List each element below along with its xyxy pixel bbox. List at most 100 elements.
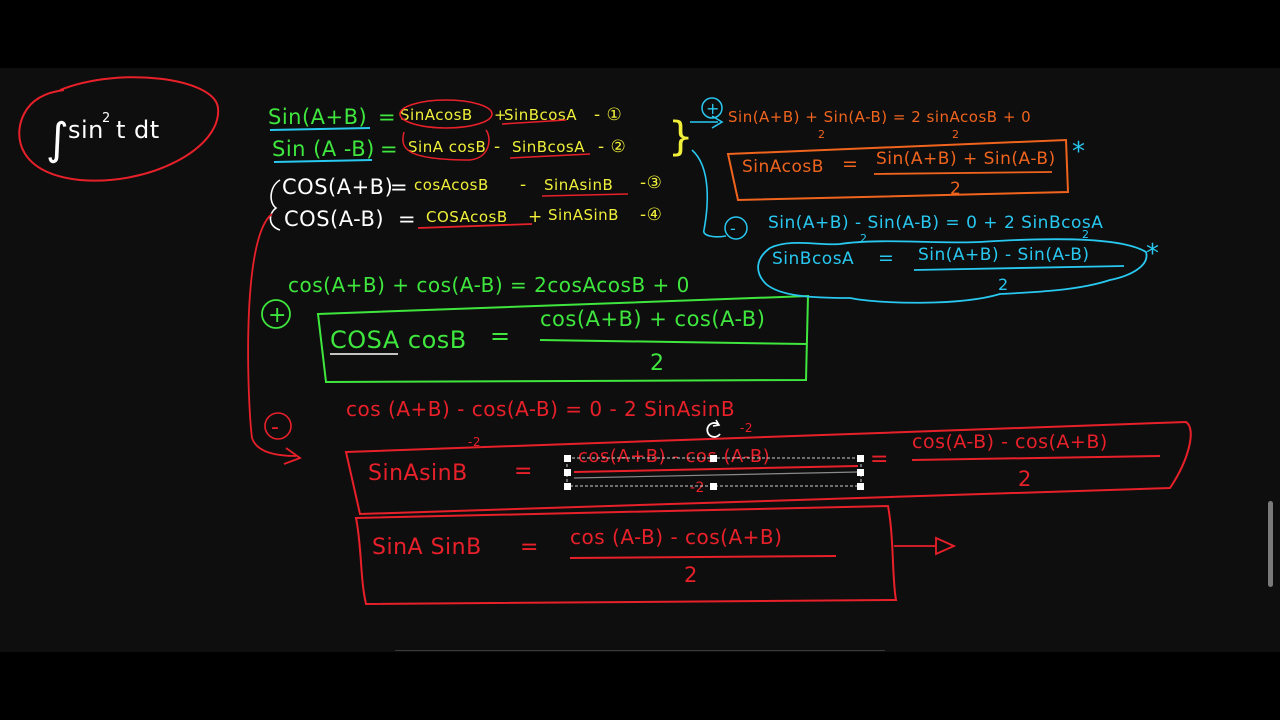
cos-sum-box-lhs[interactable]: COSA cosB (330, 326, 467, 354)
sin-sum-box-lhs[interactable]: SinAcosB (742, 157, 824, 177)
sin-sum-line[interactable]: Sin(A+B) + Sin(A-B) = 2 sinAcosB + 0 (728, 108, 1031, 126)
cos-diff-box-numerator2[interactable]: cos(A-B) - cos(A+B) (912, 431, 1108, 453)
identity-3-term2[interactable]: SinAsinB (544, 176, 613, 194)
identity-2-term1-bracket (402, 129, 490, 161)
cos-sum-box-numerator[interactable]: cos(A+B) + cos(A-B) (540, 307, 765, 331)
scrollbar-thumb[interactable] (1268, 501, 1273, 587)
cos-diff-selected-denominator[interactable]: -2 (690, 480, 705, 496)
identity-4-tag[interactable]: -④ (640, 205, 662, 225)
cos-sum-plus-sign[interactable]: + (268, 303, 287, 328)
identity-1-term1[interactable]: SinAcosB (400, 106, 473, 124)
cos-diff-selected-numerator[interactable]: cos(A+B) - cos (A-B) (578, 446, 770, 467)
identity-4-eq[interactable]: = (398, 207, 416, 231)
cos-diff-box[interactable] (344, 420, 1192, 516)
sin-identities-brace[interactable]: } (668, 114, 694, 160)
cos-identities: COS(A+B) = cosAcosB - SinAsinB -③ COS(A-… (269, 173, 662, 231)
selection-handle-bl[interactable] (564, 483, 571, 490)
identity-3-term1[interactable]: cosAcosB (414, 176, 489, 194)
identity-1-lhs[interactable]: Sin(A+B) (268, 105, 367, 129)
identity-4-lhs[interactable]: COS(A-B) (284, 207, 384, 231)
final-box-eq[interactable]: = (520, 535, 539, 560)
integral-symbol[interactable]: ∫ (46, 114, 69, 165)
sin-diff-derivation: - Sin(A+B) - Sin(A-B) = 0 + 2 SinBcosA 2… (724, 213, 1160, 304)
sin-sum-box-numerator[interactable]: Sin(A+B) + Sin(A-B) (876, 149, 1056, 169)
identity-1-op[interactable]: + (494, 106, 507, 124)
final-box-arrowhead (935, 536, 957, 556)
identity-1-eq[interactable]: = (378, 105, 396, 129)
sin-diff-cloud-lhs[interactable]: SinBcosA (772, 249, 854, 269)
sin-sum-box[interactable] (726, 138, 1070, 202)
selection-box[interactable] (564, 419, 864, 490)
identity-1-term2[interactable]: SinBcosA (504, 106, 577, 124)
integral-ellipse[interactable] (18, 76, 220, 182)
sin-sum-star[interactable]: * (1072, 137, 1086, 167)
integral-body[interactable]: sin (68, 116, 104, 144)
sin-diff-cloud-eq[interactable]: = (878, 247, 894, 269)
cos-sum-line[interactable]: cos(A+B) + cos(A-B) = 2cosAcosB + 0 (288, 273, 690, 297)
selection-handle-mr[interactable] (857, 469, 864, 476)
cos-diff-box-lhs[interactable]: SinAsinB (368, 461, 468, 486)
identity-2-op[interactable]: - (494, 137, 501, 157)
final-box-denominator[interactable]: 2 (684, 563, 698, 587)
identity-1-tag[interactable]: - ① (594, 105, 622, 125)
sin-diff-minus-sign[interactable]: - (730, 219, 736, 238)
cos-diff-minus-sign[interactable]: - (271, 415, 279, 440)
cos-diff-box-denominator2[interactable]: 2 (1018, 467, 1032, 491)
drawing-canvas[interactable]: ∫ sin 2 t dt Sin(A+B) = SinAcosB + SinBc… (0, 68, 1280, 652)
identity-4-term1[interactable]: COSAcosB (426, 208, 508, 226)
cos-sum-box-denominator[interactable]: 2 (650, 351, 665, 376)
identity-2-term2[interactable]: SinBcosA (512, 138, 585, 156)
identity-3-lhs[interactable]: COS(A+B) (282, 175, 393, 199)
selection-handle-tm[interactable] (710, 455, 717, 462)
sin-diff-under-left[interactable]: 2 (860, 232, 868, 245)
identity-4-op[interactable]: + (528, 207, 543, 227)
sin-diff-cloud[interactable] (757, 238, 1148, 304)
sin-diff-star[interactable]: * (1146, 239, 1160, 269)
sin-sum-under-right[interactable]: 2 (952, 128, 960, 141)
identity-2-tag[interactable]: - ② (598, 137, 626, 157)
selection-handle-ml[interactable] (564, 469, 571, 476)
identity-3-tag[interactable]: -③ (640, 173, 662, 193)
cos-sum-box[interactable] (316, 294, 810, 384)
identity-1-underline (269, 127, 371, 131)
sin-sum-plus-sign[interactable]: + (706, 99, 720, 118)
cos-sum-box-eq[interactable]: = (490, 322, 511, 350)
selection-handle-tr[interactable] (857, 455, 864, 462)
selection-handle-tl[interactable] (564, 455, 571, 462)
cos-diff-box-fraction-bar2 (911, 455, 1161, 461)
sin-sum-box-denominator[interactable]: 2 (950, 179, 961, 199)
letterbox-top (0, 0, 1280, 68)
sin-diff-cloud-numerator[interactable]: Sin(A+B) - Sin(A-B) (918, 245, 1090, 265)
cos-sum-plus-circle (261, 299, 291, 329)
identity-3-op[interactable]: - (520, 175, 527, 195)
cos-diff-under-right[interactable]: -2 (740, 421, 753, 435)
identity-1-term1-circle (399, 99, 493, 129)
final-box-lhs[interactable]: SinA SinB (372, 535, 482, 560)
sin-sum-under-left[interactable]: 2 (818, 128, 826, 141)
identity-2-lhs[interactable]: Sin (A -B) (272, 137, 375, 161)
sin-diff-under-right[interactable]: 2 (1082, 228, 1090, 241)
identity-3-eq[interactable]: = (390, 175, 408, 199)
final-box-fraction-bar (569, 555, 837, 559)
identity-2-eq[interactable]: = (380, 137, 398, 161)
cos-diff-line[interactable]: cos (A+B) - cos(A-B) = 0 - 2 SinAsinB (346, 397, 735, 421)
integral-power[interactable]: 2 (102, 111, 111, 126)
identity-4-term2[interactable]: SinASinB (548, 206, 619, 224)
cos-diff-selected-fraction-bar (573, 465, 859, 473)
cos-diff-under-left[interactable]: -2 (468, 435, 481, 449)
vertical-scrollbar[interactable] (1266, 68, 1276, 652)
cos-diff-box-eq[interactable]: = (514, 459, 533, 484)
selection-handle-br[interactable] (857, 483, 864, 490)
whiteboard-strokes[interactable]: ∫ sin 2 t dt Sin(A+B) = SinAcosB + SinBc… (0, 68, 1280, 652)
rotate-handle-icon[interactable] (706, 419, 721, 438)
sin-diff-line[interactable]: Sin(A+B) - Sin(A-B) = 0 + 2 SinBcosA (768, 213, 1103, 233)
cos-diff-selected-strike (573, 471, 859, 479)
integral-tail[interactable]: t dt (116, 116, 160, 144)
cos-diff-box-eq2[interactable]: = (870, 447, 889, 472)
sin-sum-box-eq[interactable]: = (842, 153, 858, 175)
final-box-numerator[interactable]: cos (A-B) - cos(A+B) (570, 525, 782, 549)
sin-diff-cloud-denominator[interactable]: 2 (998, 275, 1009, 294)
identity-2-term1[interactable]: SinA cosB (408, 138, 486, 156)
final-box[interactable] (354, 504, 898, 606)
selection-handle-bm[interactable] (710, 483, 717, 490)
